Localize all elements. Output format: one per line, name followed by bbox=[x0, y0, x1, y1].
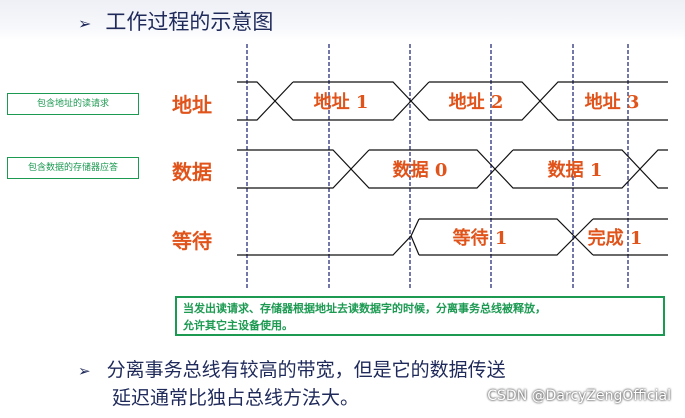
data-segment-1: 数据 1 bbox=[548, 159, 603, 181]
timing-diagram: 地址 1 地址 2 地址 3 数据 0 数据 1 等待 1 完成 1 bbox=[237, 44, 668, 290]
data-waveform bbox=[237, 149, 668, 189]
address-waveform bbox=[237, 81, 668, 121]
bullet-line: 分离事务总线有较高的带宽，但是它的数据传送 bbox=[106, 359, 506, 381]
bullet-paragraph: ➢ 分离事务总线有较高的带宽，但是它的数据传送 延迟通常比独占总线方法大。 bbox=[78, 357, 638, 412]
address-segment-2: 地址 2 bbox=[449, 91, 504, 113]
wait-segment-1: 等待 1 bbox=[453, 227, 508, 249]
wait-waveform bbox=[237, 218, 668, 256]
address-segment-3: 地址 3 bbox=[585, 91, 640, 113]
address-signal-label: 地址 bbox=[172, 93, 212, 117]
address-segment-1: 地址 1 bbox=[314, 91, 369, 113]
address-request-box: 包含地址的读请求 bbox=[7, 93, 139, 115]
done-segment-1: 完成 1 bbox=[588, 227, 643, 249]
bullet-arrow-icon: ➢ bbox=[78, 14, 92, 33]
page-title-text: 工作过程的示意图 bbox=[105, 10, 274, 34]
data-segment-0: 数据 0 bbox=[393, 159, 448, 181]
wait-signal-label: 等待 bbox=[172, 229, 212, 253]
data-signal-label: 数据 bbox=[172, 160, 212, 184]
note-box: 当发出读请求、存储器根据地址去读数据字的时候，分离事务总线被释放， 允许其它主设… bbox=[175, 296, 665, 336]
note-line: 当发出读请求、存储器根据地址去读数据字的时候，分离事务总线被释放， bbox=[183, 302, 546, 315]
clock-lines bbox=[246, 44, 629, 290]
note-line: 允许其它主设备使用。 bbox=[183, 319, 293, 332]
data-response-box: 包含数据的存储器应答 bbox=[7, 157, 139, 179]
bullet-line: 延迟通常比独占总线方法大。 bbox=[112, 387, 360, 409]
header-band bbox=[0, 0, 685, 40]
watermark: CSDN @DarcyZengOfficial bbox=[487, 388, 671, 404]
bullet-arrow-icon: ➢ bbox=[78, 362, 91, 380]
page-title: ➢ 工作过程的示意图 bbox=[78, 6, 273, 36]
